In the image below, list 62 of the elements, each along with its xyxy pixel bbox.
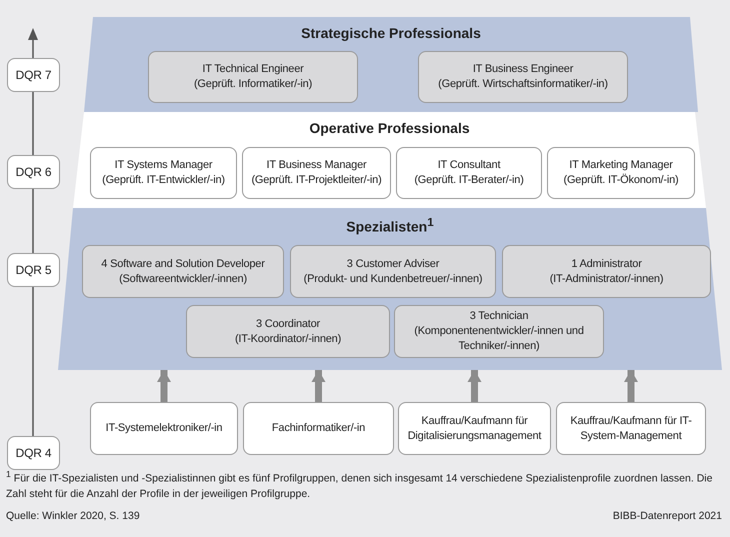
level-box [7,253,60,287]
band-title: Operative Professionals [309,120,470,136]
profile-subtitle: (Komponentenentwickler/-innen und Techniker/-innen) [413,324,585,354]
profile-subtitle: (IT-Administrator/-innen) [550,272,664,286]
arrow [624,370,638,402]
profile-title: IT Systems Manager [114,158,212,173]
profile-title: Kauffrau/Kaufmann für Digitalisierungsmanagement [406,414,542,444]
band-title: Strategische Professionals [301,25,481,41]
level-band [84,17,698,112]
profile-box [394,305,604,358]
level-label: DQR 6 [16,164,52,180]
level-box [7,155,60,189]
profile-box [242,147,391,199]
level-band [58,208,722,370]
profile-subtitle: (Produkt- und Kundenbetreuer/-innen) [304,272,482,286]
profile-box [243,402,394,455]
band-title: Spezialisten$^{1}$ [346,216,434,235]
source-note: Quelle: Winkler 2020, S. 139 [6,509,140,524]
profile-title: 4 Software and Solution Developer [101,256,265,272]
footnote: $^{1}$ Für die IT-Spezialisten und -Spezialistinnen gibt es fünf Profilgruppen, denen sich insgesamt 14 verschiedene Spezialistenprofile zuordnen lassen. Die Zahl steht für die Anzahl der Profile in der jeweiligen Profilgruppe. [6,468,714,502]
profile-subtitle: (IT-Koordinator/-innen) [234,332,342,346]
profile-title: IT Technical Engineer [202,62,304,77]
profile-box [556,402,706,455]
report-name: BIBB-Datenreport 2021 [612,509,722,524]
profile-subtitle: (Geprüft. IT-Projektleiter/-in) [251,173,382,188]
profile-subtitle: (Geprüft. IT-Berater/-in) [414,173,524,188]
profile-subtitle: (Geprüft. IT-Entwickler/-in) [102,173,225,188]
profile-box [398,402,551,455]
level-band [73,112,706,208]
profile-box [148,51,358,103]
profile-title: Fachinformatiker/-in [272,421,366,436]
profile-box [502,245,711,298]
profile-subtitle: (Softwareentwickler/-innen) [119,272,247,286]
profile-box [186,305,390,358]
profile-box [418,51,628,103]
arrow [468,370,482,402]
profile-box [396,147,542,199]
profile-title: 3 Customer Adviser [346,256,440,272]
profile-title: IT Business Manager [266,158,366,173]
profile-title: IT Business Engineer [472,62,574,77]
arrow [312,370,326,402]
profile-title: IT Consultant [438,158,500,173]
profile-subtitle: (Geprüft. IT-Ökonom/-in) [563,173,678,188]
profile-title: IT Marketing Manager [569,158,673,173]
profile-subtitle: (Geprüft. Wirtschaftsinformatiker/-in) [438,77,608,92]
profile-box [82,245,284,298]
profile-title: 3 Coordinator [256,316,320,332]
profile-box [290,245,496,298]
profile-box [547,147,695,199]
profile-title: Kauffrau/Kaufmann für IT-System-Management [569,414,693,444]
level-label: DQR 5 [16,262,52,278]
level-label: DQR 7 [16,68,52,82]
level-box [7,58,60,92]
level-label: DQR 4 [16,446,52,460]
profile-box [90,402,238,455]
level-box [7,436,60,470]
profile-title: IT-Systemelektroniker/-in [106,421,222,436]
arrow [157,370,171,402]
profile-title: 3 Technician [470,309,528,324]
profile-title: 1 Administrator [571,256,642,272]
profile-box [90,147,237,199]
profile-subtitle: (Geprüft. Informatiker/-in) [194,77,312,92]
